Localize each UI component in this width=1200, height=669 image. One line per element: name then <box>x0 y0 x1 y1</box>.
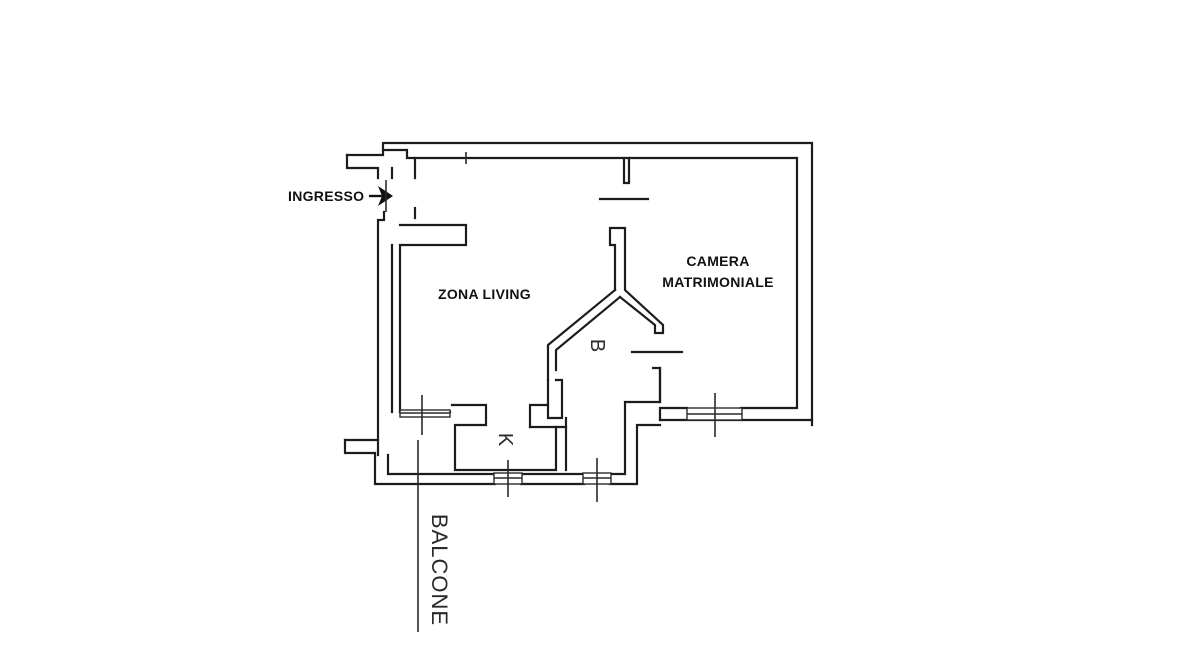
outer-walls <box>381 141 814 427</box>
bedroom-label-line2: MATRIMONIALE <box>662 274 774 290</box>
lower-left-walls <box>343 418 662 486</box>
entrance-walls <box>345 148 468 442</box>
bedroom-label: CAMERA MATRIMONIALE <box>652 251 784 293</box>
bedroom-label-line1: CAMERA <box>686 253 750 269</box>
bathroom-label: B <box>586 338 609 353</box>
tick-marks <box>421 152 716 502</box>
windows <box>399 407 743 485</box>
balcony-label: BALCONE <box>427 513 453 627</box>
living-room-label: ZONA LIVING <box>438 286 532 302</box>
entrance-arrow-icon <box>369 180 393 212</box>
partitions <box>598 156 684 354</box>
bathroom-walls <box>546 226 665 429</box>
entrance-label: INGRESSO <box>288 188 365 204</box>
kitchen-walls <box>398 378 568 472</box>
kitchen-label: K <box>494 432 517 447</box>
